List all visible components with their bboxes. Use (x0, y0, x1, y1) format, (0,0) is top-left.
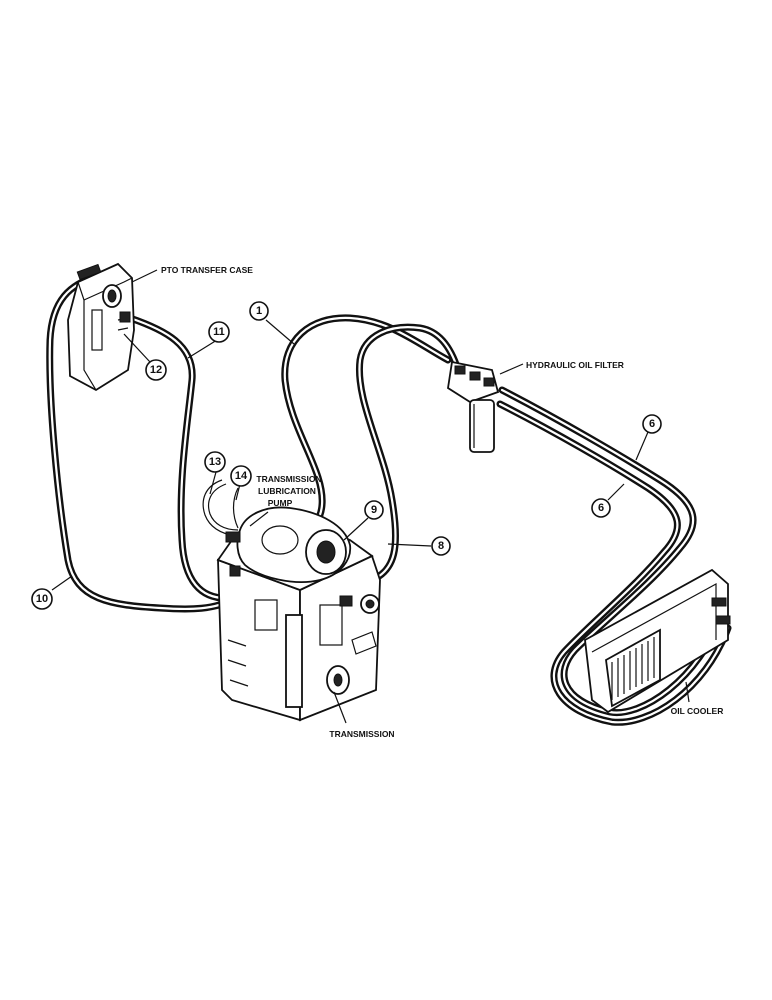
svg-text:8: 8 (438, 540, 444, 552)
callout-14: 14 (230, 465, 252, 487)
callout-9: 9 (364, 500, 384, 520)
transmission (216, 506, 381, 722)
svg-text:9: 9 (371, 504, 377, 516)
callout-13: 13 (204, 451, 226, 473)
labels: PTO TRANSFER CASE HYDRAULIC OIL FILTER T… (161, 265, 723, 739)
svg-text:13: 13 (209, 456, 221, 468)
callout-10: 10 (31, 588, 53, 610)
svg-text:10: 10 (36, 593, 48, 605)
callout-1: 1 (249, 301, 269, 321)
callout-6-upper: 6 (642, 414, 662, 434)
leader-lines (51, 269, 690, 724)
label-transmission-line1: TRANSMISSION (256, 474, 321, 484)
label-transmission: TRANSMISSION (329, 729, 394, 739)
callout-8: 8 (431, 536, 451, 556)
label-pto-transfer-case: PTO TRANSFER CASE (161, 265, 253, 275)
callout-6-lower: 6 (591, 498, 611, 518)
svg-text:6: 6 (649, 418, 655, 430)
label-hydraulic-oil-filter: HYDRAULIC OIL FILTER (526, 360, 624, 370)
hydraulic-oil-filter (447, 360, 500, 453)
callout-11: 11 (208, 321, 230, 343)
oil-cooler (584, 568, 731, 714)
callout-12: 12 (145, 359, 167, 381)
svg-text:12: 12 (150, 364, 162, 376)
callouts: 1 6 6 8 9 10 11 12 (31, 301, 662, 610)
pto-transfer-case (67, 262, 135, 392)
svg-text:6: 6 (598, 502, 604, 514)
svg-text:14: 14 (235, 470, 248, 482)
label-pump-line3: PUMP (268, 498, 293, 508)
svg-text:1: 1 (256, 305, 262, 317)
hose-14 (232, 487, 239, 529)
hose-13 (202, 479, 237, 537)
svg-text:11: 11 (213, 326, 225, 338)
label-oil-cooler: OIL COOLER (671, 706, 724, 716)
label-lubrication-line2: LUBRICATION (258, 486, 316, 496)
